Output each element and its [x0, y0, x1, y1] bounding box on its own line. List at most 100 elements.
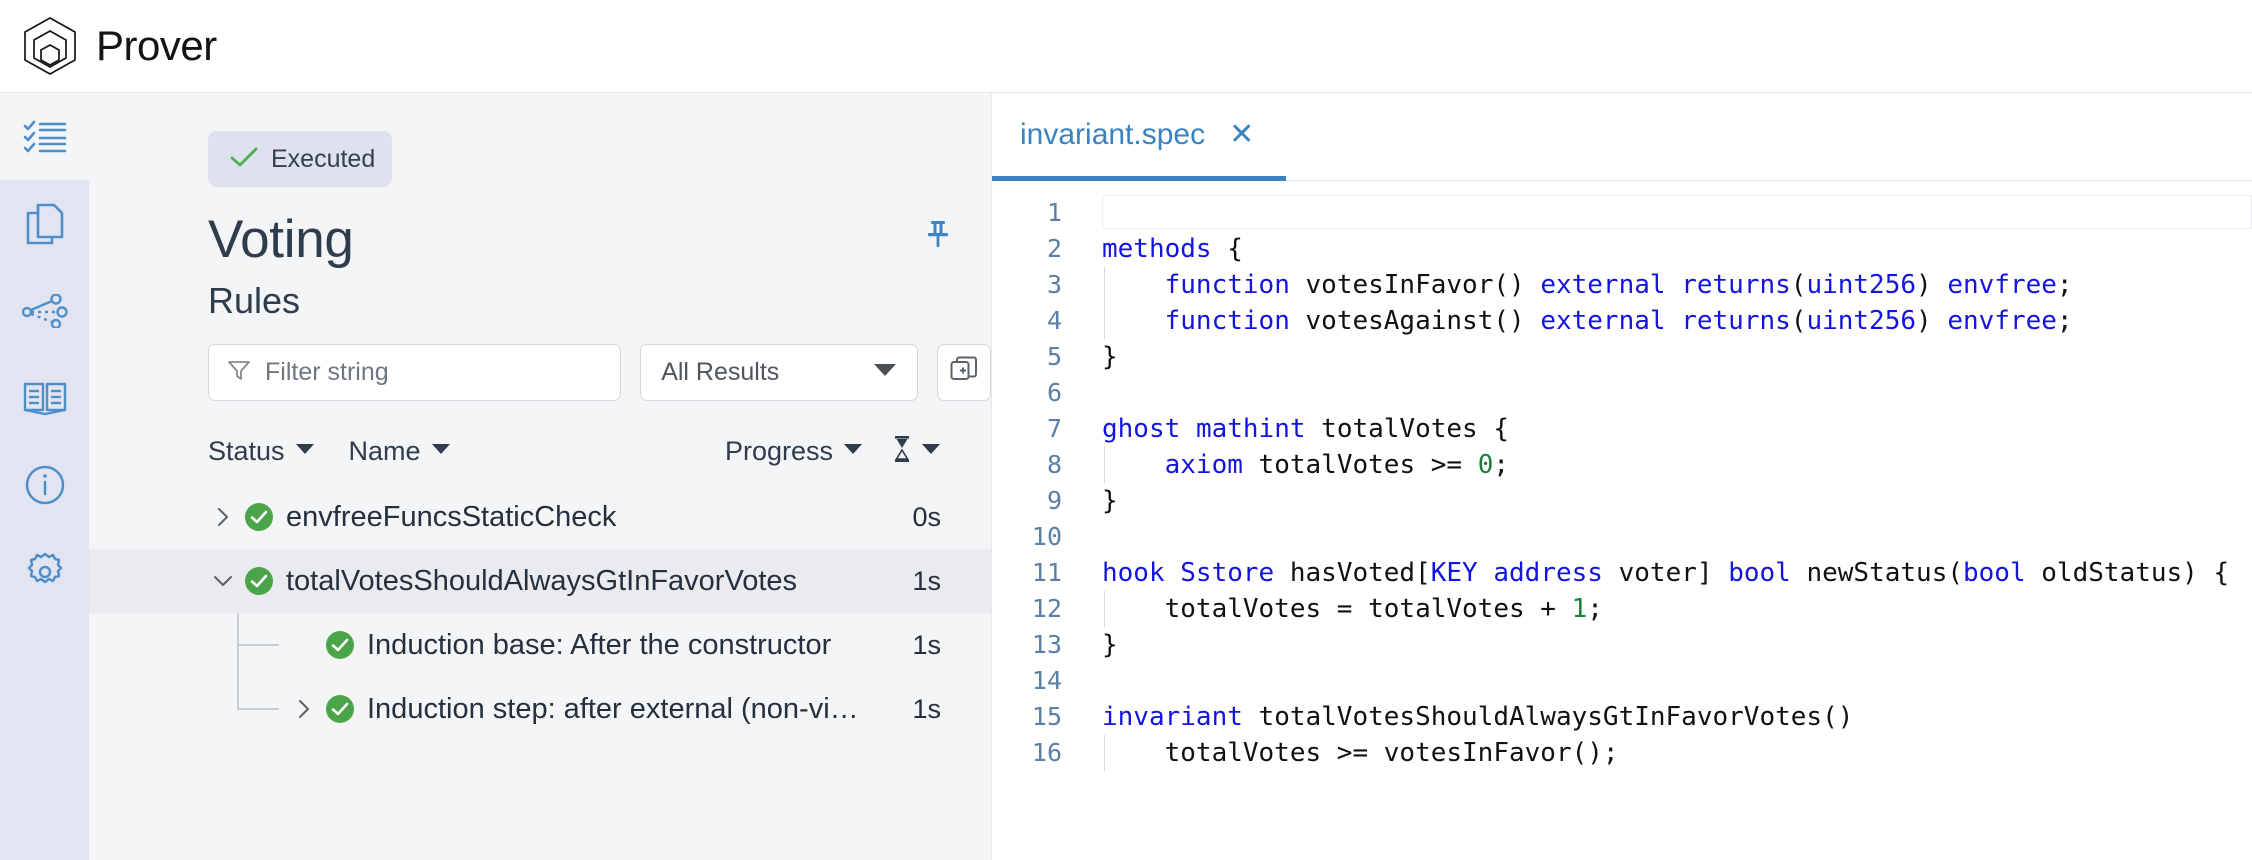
line-number: 6: [1046, 378, 1062, 407]
row-expand-toggle[interactable]: [208, 506, 238, 528]
code-token: invariant: [1102, 702, 1243, 732]
code-token: ;: [1587, 594, 1603, 624]
book-icon: [23, 380, 67, 416]
column-header-progress-label: Progress: [724, 435, 833, 466]
row-expand-toggle[interactable]: [208, 574, 238, 588]
row-duration: 1s: [912, 693, 941, 724]
chevron-down-icon: [873, 363, 897, 382]
code-token: [1666, 306, 1682, 336]
code-token: hasVoted[: [1274, 558, 1431, 588]
tab-invariant-spec[interactable]: invariant.spec ✕: [992, 93, 1287, 181]
line-number: 4: [1046, 306, 1062, 335]
add-to-compare-button[interactable]: [936, 344, 991, 401]
indent-guide: [1104, 447, 1105, 483]
code-token: envfree: [1947, 306, 2057, 336]
code-token: returns: [1681, 306, 1791, 336]
table-row[interactable]: Induction step: after external (non-vi…1…: [89, 677, 991, 741]
icon-rail: [0, 93, 89, 860]
rules-panel: Executed Voting Rules Filter string All …: [89, 93, 992, 860]
code-line: }: [1102, 483, 2252, 519]
caret-down-icon: [295, 442, 315, 460]
code-line: }: [1102, 627, 2252, 663]
code-token: function: [1164, 306, 1290, 336]
sidebar-item-info[interactable]: [0, 441, 89, 528]
code-token: 0: [1477, 450, 1494, 480]
code-token: totalVotes = totalVotes +: [1102, 594, 1572, 624]
code-token: [1478, 558, 1494, 588]
row-duration: 1s: [912, 629, 941, 660]
code-token: external: [1540, 270, 1666, 300]
status-badge-label: Executed: [271, 144, 376, 173]
code-token: ;: [2056, 270, 2073, 300]
sidebar-item-files[interactable]: [0, 180, 89, 267]
code-line: function votesAgainst() external returns…: [1102, 303, 2252, 339]
code-line: axiom totalVotes >= 0;: [1102, 447, 2252, 483]
code-token: totalVotesShouldAlwaysGtInFavorVotes(): [1242, 702, 1854, 732]
results-filter-select[interactable]: All Results: [640, 344, 918, 401]
row-expand-toggle[interactable]: [289, 698, 319, 720]
code-line: invariant totalVotesShouldAlwaysGtInFavo…: [1102, 699, 2252, 735]
code-token: ;: [1493, 450, 1510, 480]
funnel-icon: [227, 358, 251, 387]
sidebar-item-documentation[interactable]: [0, 354, 89, 441]
code-token: bool: [1728, 558, 1791, 588]
column-header-name-label: Name: [348, 435, 421, 466]
tree-guide-horizontal: [237, 708, 279, 710]
table-row[interactable]: Induction base: After the constructor 1s: [89, 613, 991, 677]
check-circle-icon: [244, 502, 274, 532]
cursor-line-highlight: [1102, 195, 2252, 229]
hourglass-icon: [893, 435, 911, 467]
sidebar-item-settings[interactable]: [0, 528, 89, 615]
column-header-name[interactable]: Name: [349, 436, 451, 467]
indent-guide: [1104, 735, 1105, 771]
tab-label: invariant.spec: [1020, 117, 1206, 151]
main-body: Executed Voting Rules Filter string All …: [0, 93, 2252, 860]
code-token: KEY: [1430, 558, 1478, 588]
code-content[interactable]: methods { function votesInFavor() extern…: [1078, 181, 2252, 860]
line-number: 13: [1031, 630, 1062, 659]
code-token: ): [1916, 306, 1948, 336]
check-circle-icon: [325, 694, 355, 724]
line-number: 5: [1046, 342, 1062, 371]
code-token: axiom: [1164, 450, 1243, 480]
pin-panel-button[interactable]: [921, 219, 955, 253]
check-circle-icon: [325, 630, 355, 660]
code-token: totalVotes >= votesInFavor();: [1102, 738, 1619, 768]
section-title: Rules: [208, 280, 301, 321]
row-name: Induction base: After the constructor: [367, 628, 832, 661]
code-line: }: [1102, 339, 2252, 375]
line-number: 10: [1031, 522, 1062, 551]
column-header-duration[interactable]: [893, 435, 941, 467]
brand-name: Prover: [96, 22, 217, 69]
code-token: address: [1493, 558, 1603, 588]
column-header-progress[interactable]: Progress: [725, 436, 863, 467]
code-token: [1102, 306, 1165, 336]
results-filter-value: All Results: [661, 358, 780, 386]
code-token: {: [1211, 234, 1243, 264]
sidebar-item-call-graph[interactable]: [0, 267, 89, 354]
code-line: [1102, 519, 2252, 555]
brand-logo[interactable]: Prover: [22, 16, 217, 76]
close-icon[interactable]: ✕: [1229, 117, 1255, 151]
filter-input[interactable]: Filter string: [208, 344, 622, 401]
code-line: methods {: [1102, 231, 2252, 267]
code-token: votesAgainst(): [1289, 306, 1541, 336]
column-header-status[interactable]: Status: [208, 436, 315, 467]
code-token: bool: [1963, 558, 2026, 588]
code-line: [1102, 663, 2252, 699]
sidebar-item-rules-list[interactable]: [0, 93, 89, 180]
line-number: 16: [1031, 738, 1062, 767]
code-line: hook Sstore hasVoted[KEY address voter] …: [1102, 555, 2252, 591]
code-token: ): [1916, 270, 1948, 300]
line-number: 8: [1046, 450, 1062, 479]
gear-icon: [23, 550, 67, 594]
check-icon: [230, 146, 258, 173]
row-duration: 0s: [912, 501, 941, 532]
code-token: hook: [1102, 558, 1165, 588]
line-number: 9: [1046, 486, 1062, 515]
